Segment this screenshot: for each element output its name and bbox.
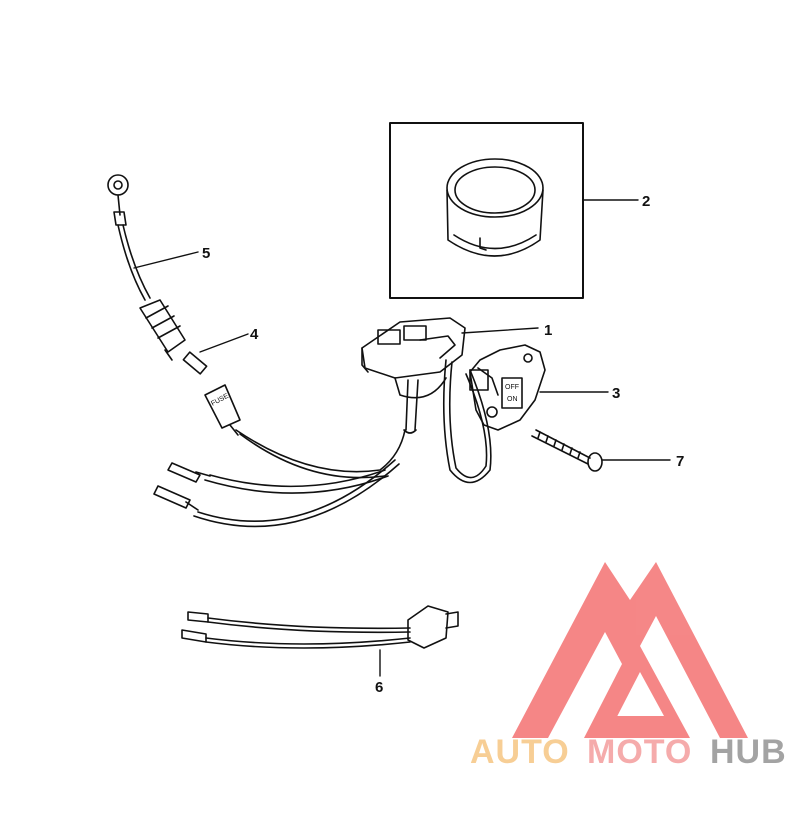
callout-7: 7 [676,453,684,470]
bezel-ring-part [446,158,544,257]
callout-5: 5 [202,245,210,262]
callout-labels: 1 2 3 4 5 6 7 [202,193,684,696]
fuse-holder [204,384,241,436]
fuse-marking: FUSE [210,393,230,408]
watermark-text-hub: HUB [710,733,787,771]
switch-cable-loop [442,359,492,484]
switch-plate-part [469,344,546,431]
callout-6: 6 [375,679,383,696]
callout-3: 3 [612,385,620,402]
watermark-triangle-mark [512,562,748,738]
callout-1: 1 [544,322,552,339]
inset-box [389,122,584,299]
watermark-inner-cutout [548,632,622,738]
inline-connector [139,299,186,361]
fuse-part [182,351,208,375]
watermark-text-moto: MOTO [587,733,692,771]
callout-2: 2 [642,193,650,210]
watermark-logo: AUTO MOTO HUB [470,562,787,771]
callout-4: 4 [250,326,259,343]
on-marking: ON [507,396,518,403]
leader-lines [133,199,671,677]
ring-terminal-lead-part [107,174,151,301]
lower-lead-assembly-part [181,605,459,649]
harness-terminals [153,462,211,511]
main-harness-wires [193,429,406,528]
screw-part [531,429,603,472]
off-marking: OFF [505,384,519,391]
watermark-text-auto: AUTO [470,733,570,771]
